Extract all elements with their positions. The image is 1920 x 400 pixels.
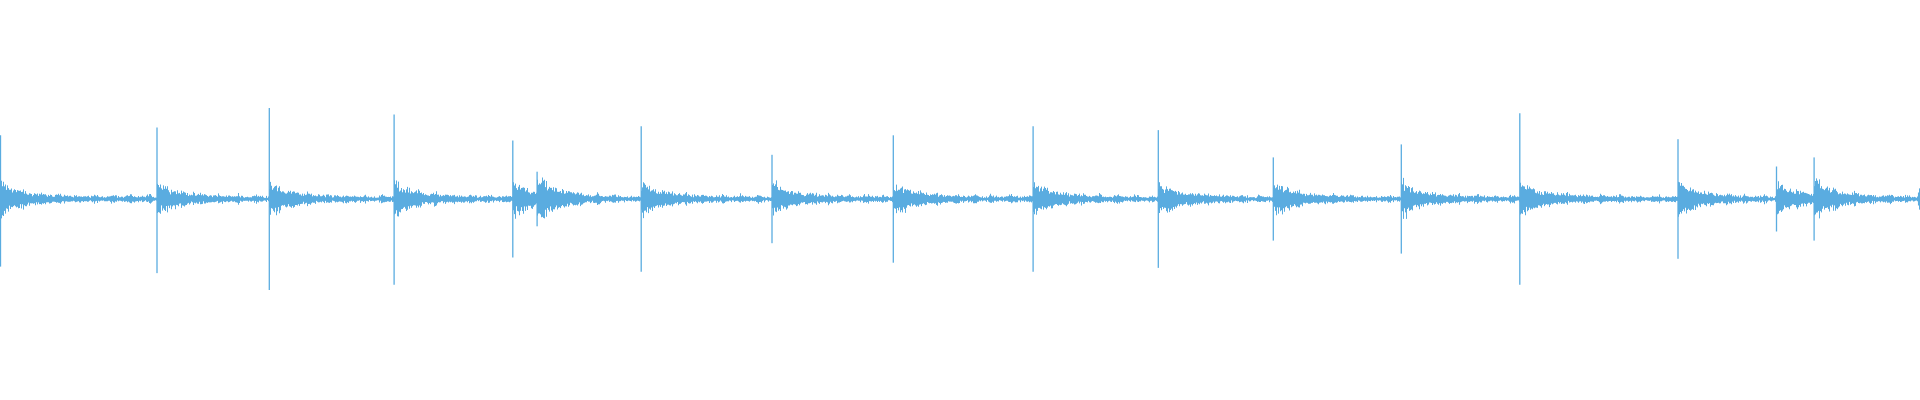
- waveform-peaks: [0, 108, 1920, 290]
